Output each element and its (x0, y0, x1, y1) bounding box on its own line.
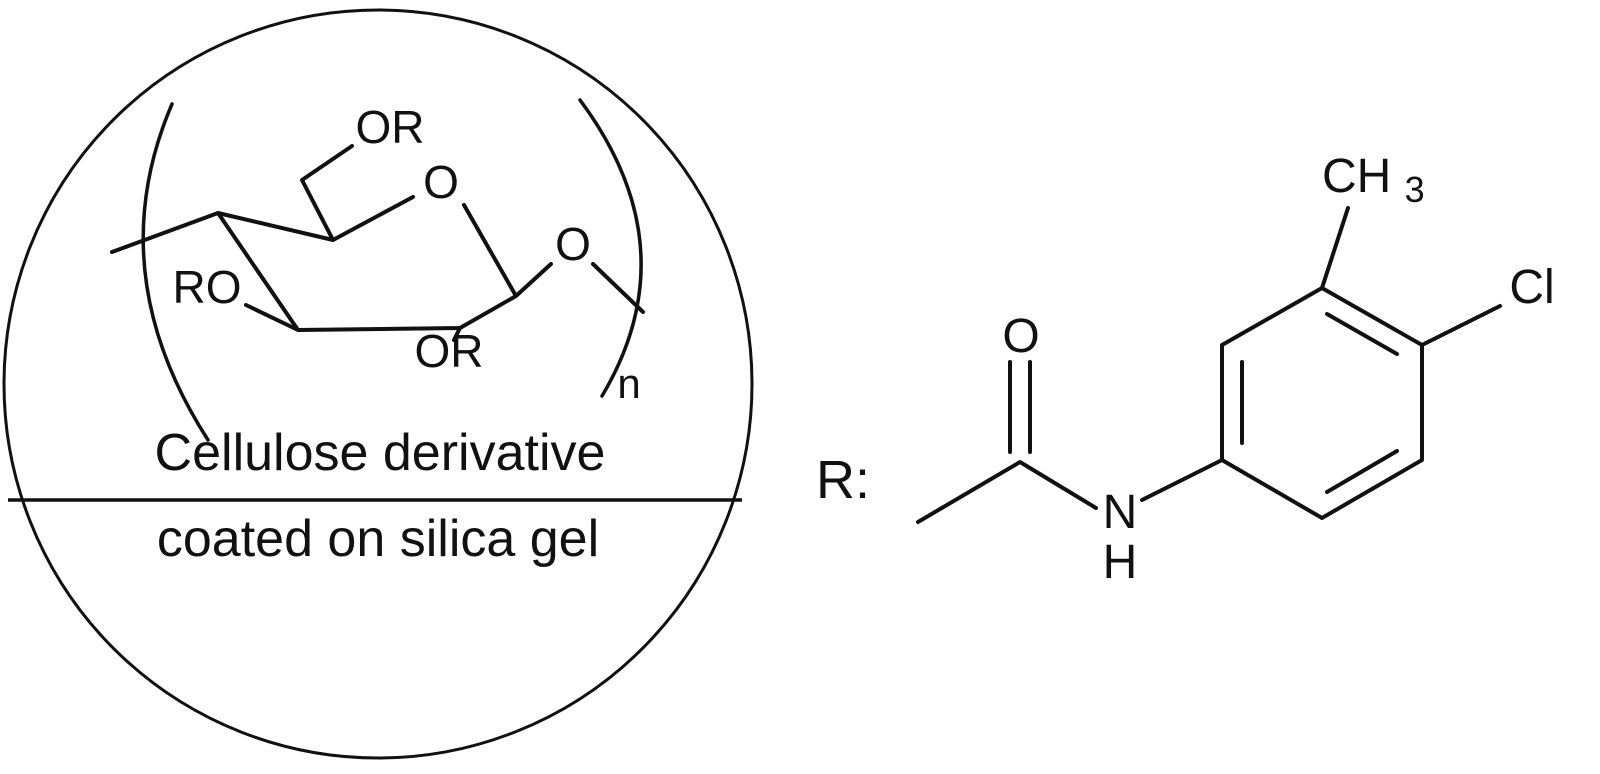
r-prefix-label: R: (816, 450, 870, 510)
silica-gel-bead-group: Cellulose derivative coated on silica ge… (2, 8, 754, 760)
amide-nitrogen-label: N (1103, 486, 1138, 539)
amide-backbone-bonds (916, 360, 1224, 524)
benzene-double-bond-inner-lines (1240, 312, 1399, 494)
chlorine-label: Cl (1509, 261, 1554, 314)
pyranose-ring-bonds (110, 144, 645, 342)
caption-coated-on-silica: coated on silica gel (157, 510, 599, 568)
benzene-ring-bonds (1220, 286, 1424, 520)
methyl-subscript-text: 3 (1405, 169, 1425, 210)
or-top-label: OR (356, 101, 425, 153)
amide-hydrogen-label: H (1103, 536, 1138, 589)
caption-cellulose-derivative: Cellulose derivative (155, 424, 606, 482)
cellulose-repeat-unit-group: OR O O RO OR n (110, 98, 645, 442)
ro-left-label: RO (173, 261, 242, 313)
repeat-subscript-label: n (617, 360, 640, 407)
silica-gel-circle (2, 8, 754, 760)
left-parenthesis (141, 102, 210, 442)
substituent-bonds (1320, 206, 1502, 347)
methyl-label: CH 3 (1322, 150, 1425, 210)
or-bottom-label: OR (415, 325, 484, 377)
glycosidic-oxygen-label: O (555, 218, 591, 270)
right-parenthesis (578, 98, 643, 398)
ring-oxygen-label: O (423, 156, 459, 208)
methyl-prefix-text: CH (1322, 150, 1391, 203)
carbonyl-oxygen-label: O (1002, 310, 1039, 363)
r-group-structure: R: O N H CH 3 Cl (816, 150, 1555, 589)
